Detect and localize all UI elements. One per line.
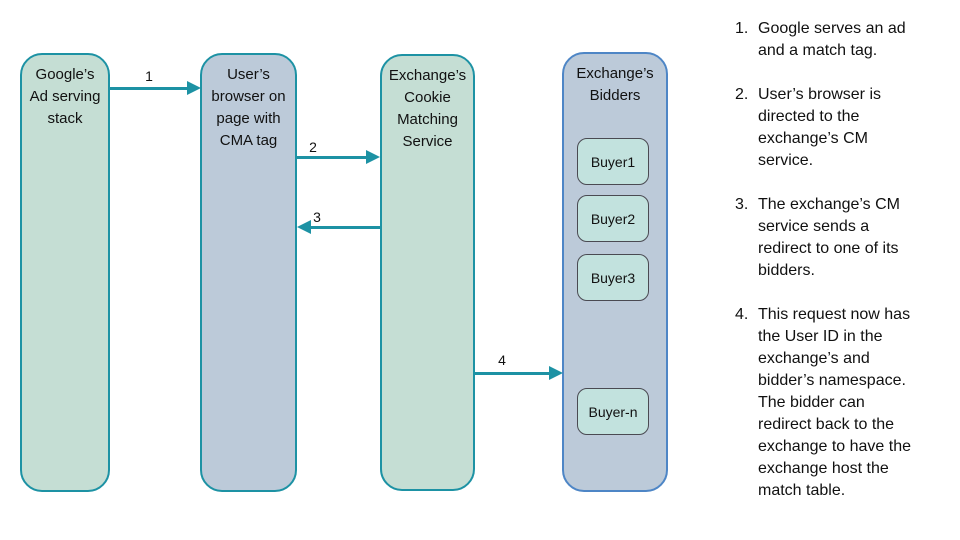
bidder-label: Buyer-n bbox=[588, 403, 638, 420]
node-google-ad-serving-stack: Google’s Ad serving stack bbox=[20, 53, 110, 492]
arrow-4-label: 4 bbox=[498, 352, 506, 368]
step-text: This request now has the User ID in the … bbox=[758, 306, 912, 499]
arrow-left-icon bbox=[297, 220, 311, 234]
arrow-4 bbox=[475, 372, 549, 375]
arrow-right-icon bbox=[366, 150, 380, 164]
arrow-2-label: 2 bbox=[309, 139, 317, 155]
step-1: 1. Google serves an ad and a match tag. bbox=[735, 18, 951, 62]
node-exchange-bidders: Exchange’s Bidders Buyer1 Buyer2 Buyer3 … bbox=[562, 52, 668, 492]
arrow-3 bbox=[311, 226, 380, 229]
step-number: 2. bbox=[735, 86, 749, 103]
step-text: User’s browser is directed to the exchan… bbox=[758, 86, 881, 169]
step-2: 2. User’s browser is directed to the exc… bbox=[735, 84, 951, 172]
arrow-right-icon bbox=[187, 81, 201, 95]
step-text: Google serves an ad and a match tag. bbox=[758, 20, 906, 59]
bidder-box-buyer-n: Buyer-n bbox=[577, 388, 649, 435]
step-text: The exchange’s CM service sends a redire… bbox=[758, 196, 900, 279]
arrow-1 bbox=[110, 87, 187, 90]
arrow-3-label: 3 bbox=[313, 209, 321, 225]
arrow-2 bbox=[297, 156, 366, 159]
node-label: User’s browser on page with CMA tag bbox=[211, 66, 286, 149]
step-number: 1. bbox=[735, 20, 749, 37]
bidder-box-buyer2: Buyer2 bbox=[577, 195, 649, 242]
step-4: 4. This request now has the User ID in t… bbox=[735, 304, 951, 502]
bidder-box-buyer3: Buyer3 bbox=[577, 254, 649, 301]
bidder-label: Buyer1 bbox=[590, 153, 636, 170]
arrow-right-icon bbox=[549, 366, 563, 380]
node-label: Exchange’s Bidders bbox=[576, 65, 654, 104]
bidder-label: Buyer3 bbox=[590, 269, 636, 286]
step-number: 4. bbox=[735, 306, 749, 323]
step-number: 3. bbox=[735, 196, 749, 213]
step-3: 3. The exchange’s CM service sends a red… bbox=[735, 194, 951, 282]
node-label: Exchange’s Cookie Matching Service bbox=[388, 67, 467, 150]
node-label: Google’s Ad serving stack bbox=[29, 66, 101, 127]
bidder-box-buyer1: Buyer1 bbox=[577, 138, 649, 185]
node-user-browser: User’s browser on page with CMA tag bbox=[200, 53, 297, 492]
arrow-1-label: 1 bbox=[145, 68, 153, 84]
steps-list: 1. Google serves an ad and a match tag. … bbox=[735, 18, 951, 524]
bidder-label: Buyer2 bbox=[590, 210, 636, 227]
node-exchange-cm-service: Exchange’s Cookie Matching Service bbox=[380, 54, 475, 491]
